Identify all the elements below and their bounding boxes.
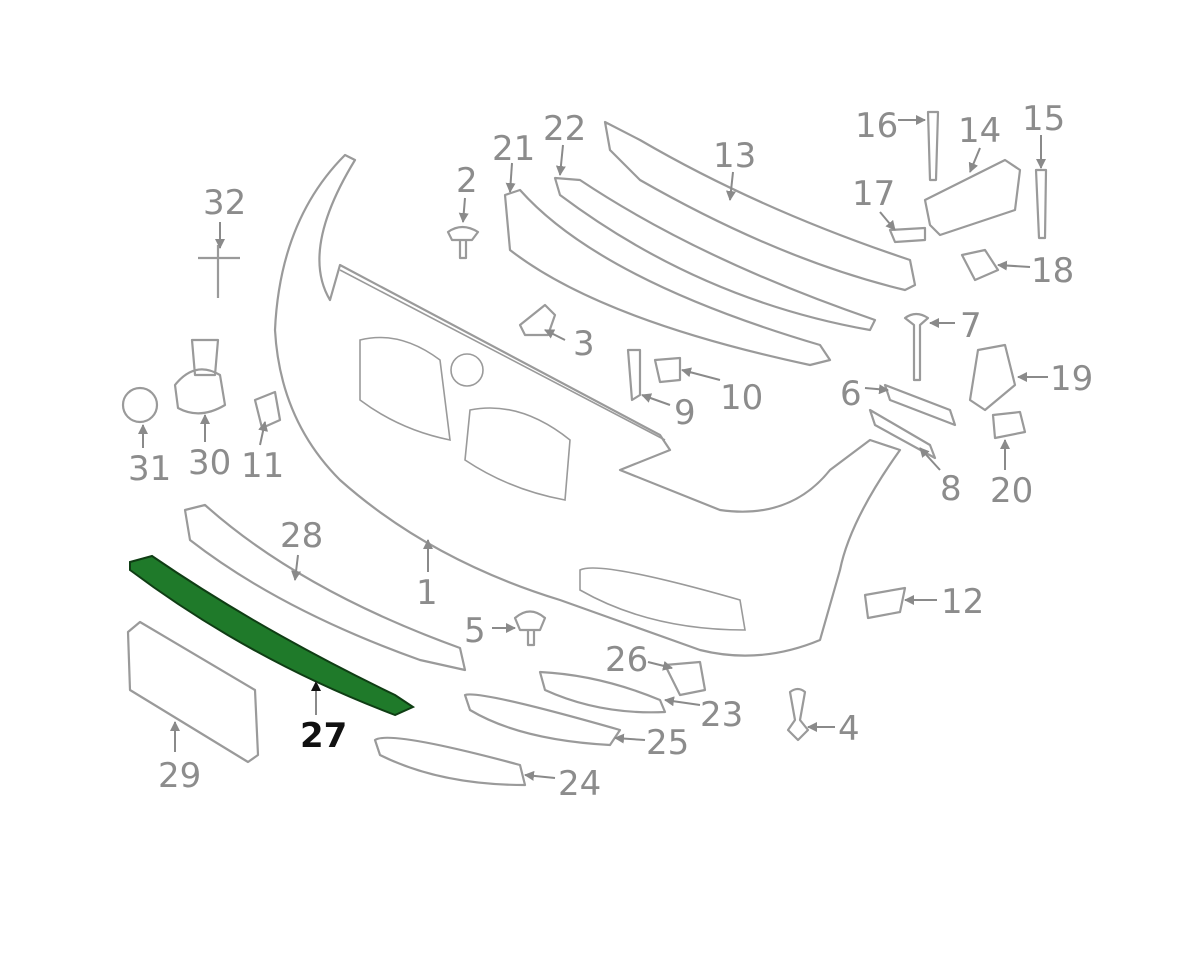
label-20: 20: [990, 471, 1033, 511]
label-11: 11: [241, 446, 284, 486]
label-18: 18: [1031, 251, 1074, 291]
label-30: 30: [188, 443, 231, 483]
part-bumper-carrier: [603, 120, 917, 292]
label-21: 21: [492, 129, 535, 169]
callout-labels: 1 2 3 4 5 6 7 8 9 10 11 12 13 14 15 16 1…: [128, 99, 1093, 804]
label-7: 7: [960, 306, 982, 346]
label-3: 3: [573, 324, 595, 364]
part-energy-absorber: [503, 188, 832, 367]
label-10: 10: [720, 378, 763, 418]
part-bumper-cover: [273, 153, 902, 657]
label-6: 6: [840, 374, 862, 414]
label-26: 26: [605, 640, 648, 680]
label-29: 29: [158, 756, 201, 796]
label-8: 8: [940, 469, 962, 509]
label-24: 24: [558, 764, 601, 804]
label-5: 5: [464, 611, 486, 651]
label-25: 25: [646, 723, 689, 763]
part-upper-strip: [553, 176, 877, 332]
label-1: 1: [416, 573, 438, 613]
part-bracket-14: [923, 158, 1022, 237]
label-9: 9: [674, 393, 696, 433]
label-16: 16: [855, 106, 898, 146]
label-14: 14: [958, 111, 1001, 151]
leader-arrows: [138, 115, 1048, 781]
label-13: 13: [713, 136, 756, 176]
label-2: 2: [456, 161, 478, 201]
label-19: 19: [1050, 359, 1093, 399]
label-31: 31: [128, 449, 171, 489]
part-27-highlighted[interactable]: [129, 554, 416, 717]
label-4: 4: [838, 709, 860, 749]
label-15: 15: [1022, 99, 1065, 139]
label-17: 17: [852, 174, 895, 214]
label-23: 23: [700, 695, 743, 735]
label-12: 12: [941, 582, 984, 622]
label-28: 28: [280, 516, 323, 556]
label-32: 32: [203, 183, 246, 223]
label-27[interactable]: 27: [300, 716, 347, 756]
label-22: 22: [543, 109, 586, 149]
small-parts: [121, 110, 1048, 787]
